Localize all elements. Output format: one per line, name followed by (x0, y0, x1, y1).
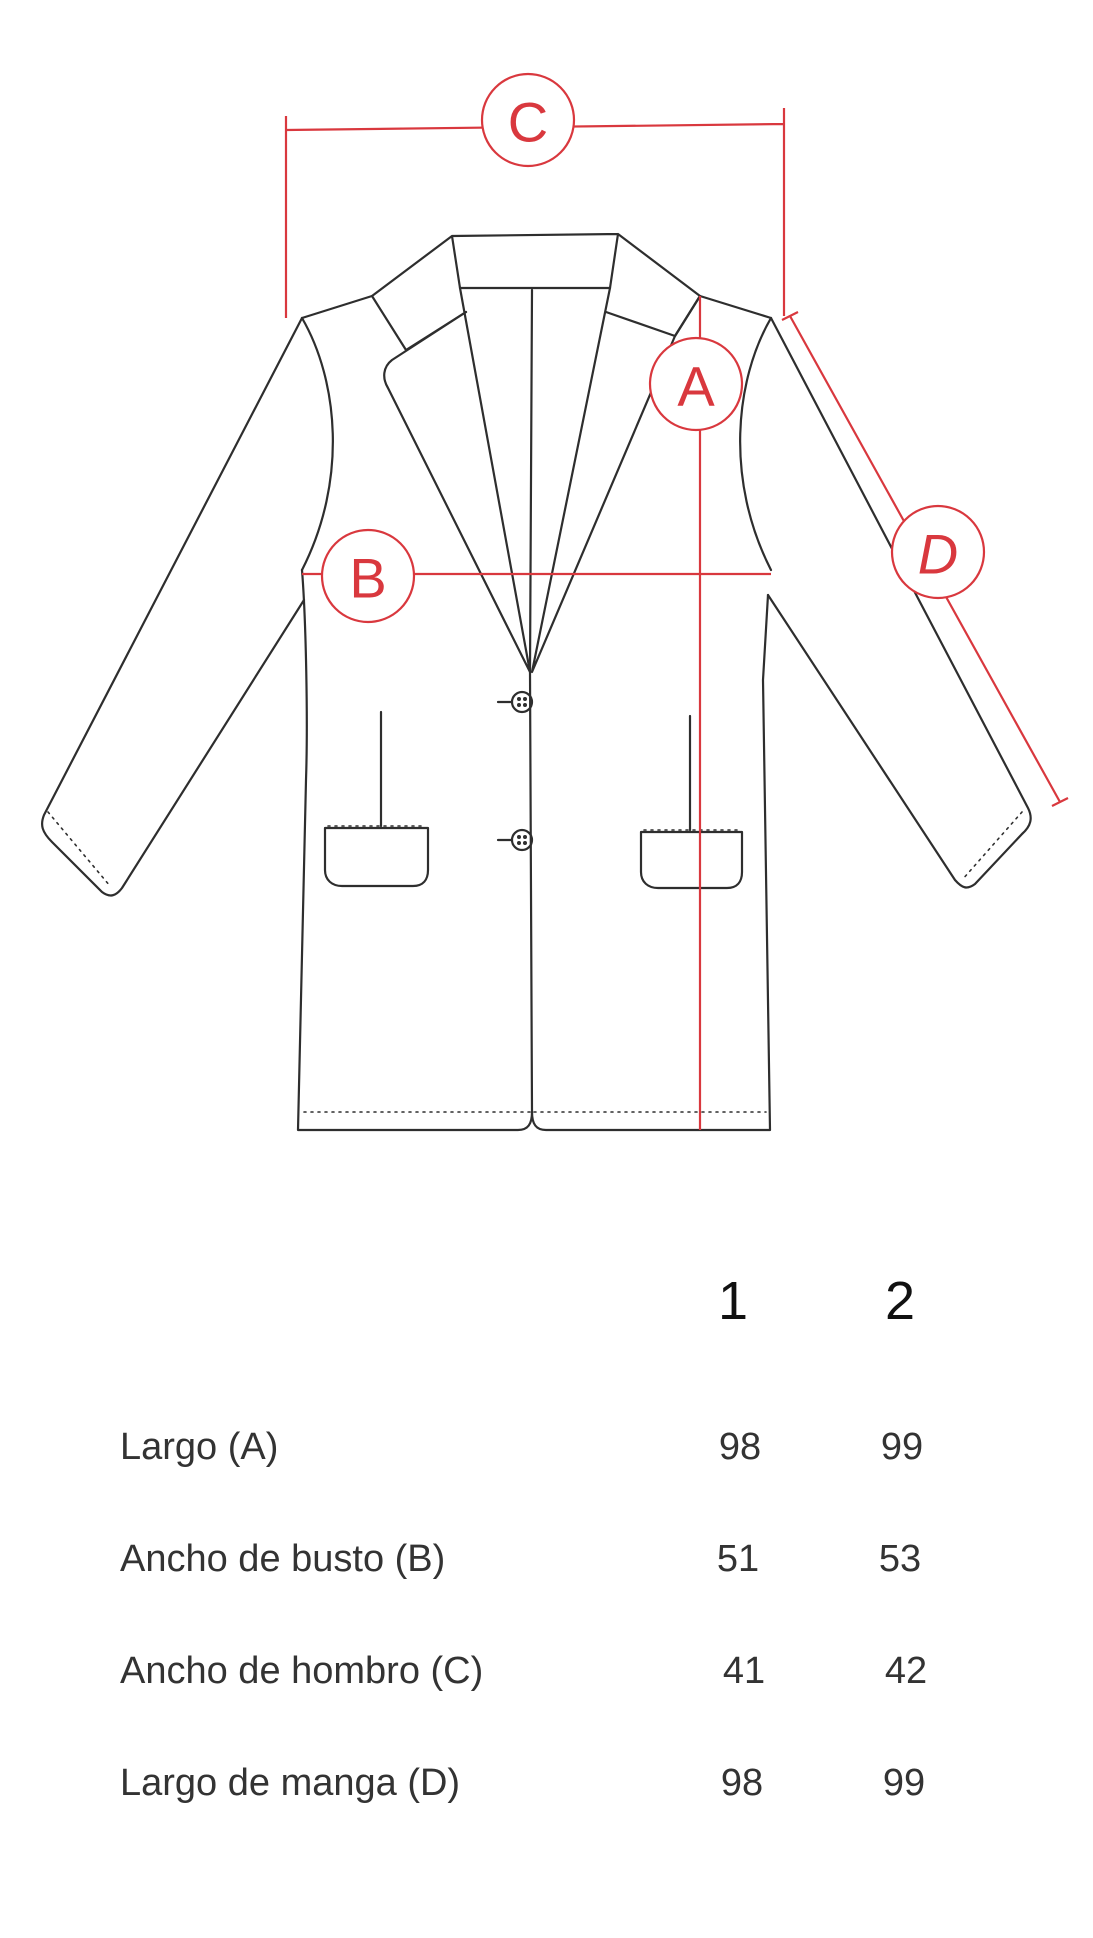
svg-text:A: A (677, 355, 715, 418)
button-top (496, 690, 534, 714)
table-row: Largo de manga (D) 98 99 (0, 1762, 1093, 1822)
row-value-size-2: 99 (882, 1762, 926, 1804)
row-value-size-1: 51 (716, 1538, 760, 1580)
row-label: Largo de manga (D) (120, 1762, 461, 1804)
svg-text:D: D (918, 523, 958, 586)
row-value-size-2: 42 (884, 1650, 928, 1692)
label-b: B (320, 528, 416, 624)
label-a: A (648, 336, 744, 432)
table-row: Ancho de hombro (C) 41 42 (0, 1650, 1093, 1710)
measurement-lines (284, 108, 1069, 1130)
row-value-size-2: 99 (880, 1426, 924, 1468)
stitch-lines (47, 811, 1023, 1113)
size-header-1: 1 (717, 1271, 749, 1331)
right-pocket (639, 830, 744, 890)
left-sleeve (41, 316, 334, 897)
collar (370, 232, 702, 352)
jacket-measurement-diagram: C A B D (41, 72, 1069, 1132)
left-lapel (383, 286, 532, 674)
table-row: Ancho de busto (B) 51 53 (0, 1538, 1093, 1598)
left-pocket (323, 826, 430, 888)
svg-text:B: B (349, 547, 386, 610)
row-label: Ancho de hombro (C) (120, 1650, 484, 1692)
right-lapel (530, 286, 702, 674)
jacket-outline (41, 232, 1032, 1132)
row-label: Largo (A) (120, 1426, 279, 1468)
row-value-size-1: 98 (720, 1762, 764, 1804)
label-c: C (480, 72, 576, 168)
row-value-size-1: 98 (718, 1426, 762, 1468)
row-label: Ancho de busto (B) (120, 1538, 446, 1580)
label-d: D (890, 504, 986, 600)
button-bottom (496, 828, 534, 852)
jacket-body (296, 294, 773, 1132)
table-row: Largo (A) 98 99 (0, 1426, 1093, 1486)
row-value-size-2: 53 (878, 1538, 922, 1580)
center-front (528, 288, 534, 1114)
right-sleeve (739, 316, 1032, 889)
svg-text:C: C (508, 91, 548, 154)
row-value-size-1: 41 (722, 1650, 766, 1692)
size-header-2: 2 (884, 1271, 916, 1331)
